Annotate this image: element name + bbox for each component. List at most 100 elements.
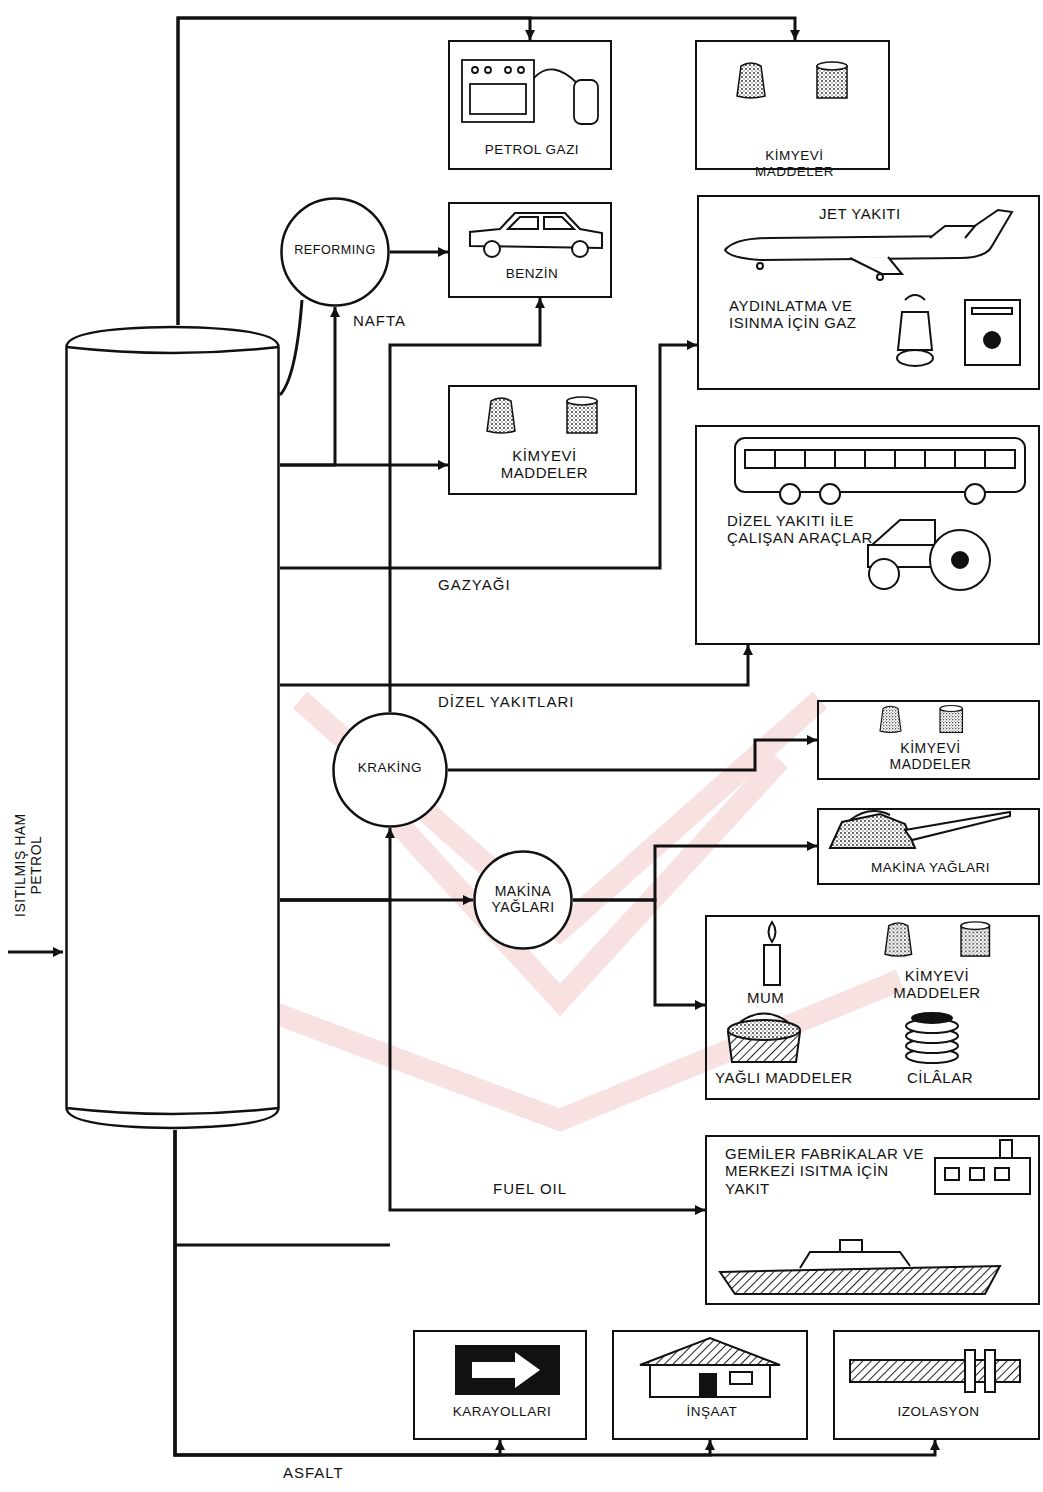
product-box: İNŞAAT [612, 1330, 808, 1440]
node-label: YAĞLI MADDELER [715, 1069, 890, 1086]
watermark [240, 700, 900, 1120]
car-icon-part [484, 241, 500, 257]
flow-line [573, 900, 705, 1005]
lantern-icon-part [905, 295, 925, 300]
stove-icon-part [472, 67, 478, 73]
insulated-pipe-icon [850, 1350, 1020, 1392]
jet-icon-part [850, 257, 902, 274]
process-circle: MAKİNA YAĞLARI [473, 850, 573, 950]
flow-line [280, 345, 697, 568]
tractor-icon-part [872, 520, 935, 545]
oil-can-icon-part [830, 814, 915, 848]
jet-icon-part [930, 226, 975, 238]
flow-line [280, 828, 390, 900]
process-circle: REFORMING [280, 197, 390, 307]
heater-icon-part [972, 308, 1012, 314]
jet-icon-part [877, 274, 883, 280]
lantern-icon-part [898, 312, 932, 350]
road-sign-icon-part [455, 1345, 560, 1395]
product-box: DİZEL YAKITI İLE ÇALIŞAN ARAÇLAR [695, 425, 1040, 645]
product-box: MUM KİMYEVİ MADDELER YAĞLI MADDELER CİLÂLAR [705, 915, 1040, 1100]
polish-coil-icon [906, 1013, 958, 1063]
decor-lines-part [8, 951, 63, 954]
chemical-jars [737, 62, 847, 98]
house-icon [640, 1338, 780, 1397]
flow-line [280, 645, 748, 685]
product-box: PETROL GAZI [448, 40, 612, 170]
flow-line [175, 1130, 710, 1455]
heater-icon-part [965, 300, 1020, 365]
node-label: BENZİN [450, 266, 614, 282]
factory-icon-part [945, 1168, 959, 1180]
factory-icon [935, 1140, 1030, 1194]
car-icon [470, 213, 602, 257]
factory-icon-part [995, 1168, 1009, 1180]
product-box: JET YAKITIAYDINLATMA VE ISINMA İÇİN GAZ [697, 195, 1040, 390]
flow-line [175, 1130, 500, 1455]
node-label: ISITILMIŞ HAM PETROL [12, 809, 44, 921]
node-label: İNŞAAT [614, 1404, 810, 1420]
lantern-icon [897, 295, 933, 366]
bus-icon-part [780, 484, 800, 504]
house-icon-part [700, 1374, 716, 1397]
node-label: KİMYEVİ MADDELER [873, 740, 988, 772]
product-box: KARAYOLLARI [413, 1330, 587, 1440]
heater-icon [965, 300, 1020, 365]
tractor-icon-part [869, 559, 899, 589]
product-box: KİMYEVİ MADDELER [695, 40, 890, 170]
flow-line [280, 900, 705, 1210]
product-box: IZOLASYON [833, 1330, 1040, 1440]
flow-label: NAFTA [350, 312, 409, 329]
insulated-pipe-icon-part [965, 1350, 975, 1392]
ship-icon-part [840, 1240, 862, 1252]
ship-icon-part [800, 1252, 910, 1268]
product-box: GEMİLER FABRİKALAR VE MERKEZİ ISITMA İÇİ… [705, 1135, 1040, 1305]
candle-icon-part [764, 945, 780, 985]
node-label: DİZEL YAKITI İLE ÇALIŞAN ARAÇLAR [727, 512, 882, 547]
lantern-icon-part [897, 350, 933, 366]
product-box: BENZİN [448, 202, 612, 298]
node-label: MUM [747, 989, 807, 1006]
bus-icon-part [820, 484, 840, 504]
node-label: PETROL GAZI [450, 142, 614, 158]
node-label: KİMYEVİ MADDELER [487, 447, 602, 482]
process-circle: KRAKİNG [332, 712, 448, 828]
node-label: IZOLASYON [835, 1404, 1042, 1420]
stove-icon-part [470, 84, 526, 114]
stove-icon-part [534, 69, 578, 84]
ship-icon-part [720, 1266, 1000, 1294]
node-label: MAKİNA YAĞLARI [819, 860, 1042, 876]
bus-icon [735, 438, 1025, 504]
node-outline [65, 325, 280, 1130]
ship-icon [720, 1240, 1000, 1294]
node-label: KRAKİNG [332, 760, 448, 776]
node-label: KİMYEVİ MADDELER [877, 967, 997, 1002]
factory-icon-part [1000, 1140, 1012, 1158]
flow-label: FUEL OIL [490, 1180, 570, 1197]
node-label: CİLÂLAR [907, 1069, 1032, 1086]
flow-line [178, 18, 795, 325]
decor-lines-part [175, 1244, 390, 1247]
node-label: JET YAKITI [819, 205, 969, 222]
flow-line [178, 18, 530, 325]
oil-can-icon-part [905, 812, 1010, 840]
node-label: KARAYOLLARI [415, 1404, 589, 1420]
car-icon-part [508, 217, 574, 229]
tractor-icon [868, 520, 990, 590]
node-outline [475, 852, 572, 949]
stove-icon-part [485, 67, 491, 73]
flow-label: DİZEL YAKITLARI [435, 693, 577, 710]
bus-icon-part [735, 438, 1025, 492]
tractor-icon-part [952, 552, 968, 568]
grease-basket-icon [728, 1014, 800, 1063]
stove-icon [462, 60, 598, 124]
road-sign-icon [455, 1345, 560, 1395]
distillation-column: ISITILMIŞ HAM PETROL [65, 325, 280, 1130]
flow-line [390, 251, 448, 254]
flow-line [175, 1130, 935, 1455]
node-label: KİMYEVİ MADDELER [737, 148, 852, 179]
node-label: REFORMING [280, 243, 390, 257]
insulated-pipe-icon-part [985, 1350, 995, 1392]
house-icon-part [730, 1372, 752, 1384]
